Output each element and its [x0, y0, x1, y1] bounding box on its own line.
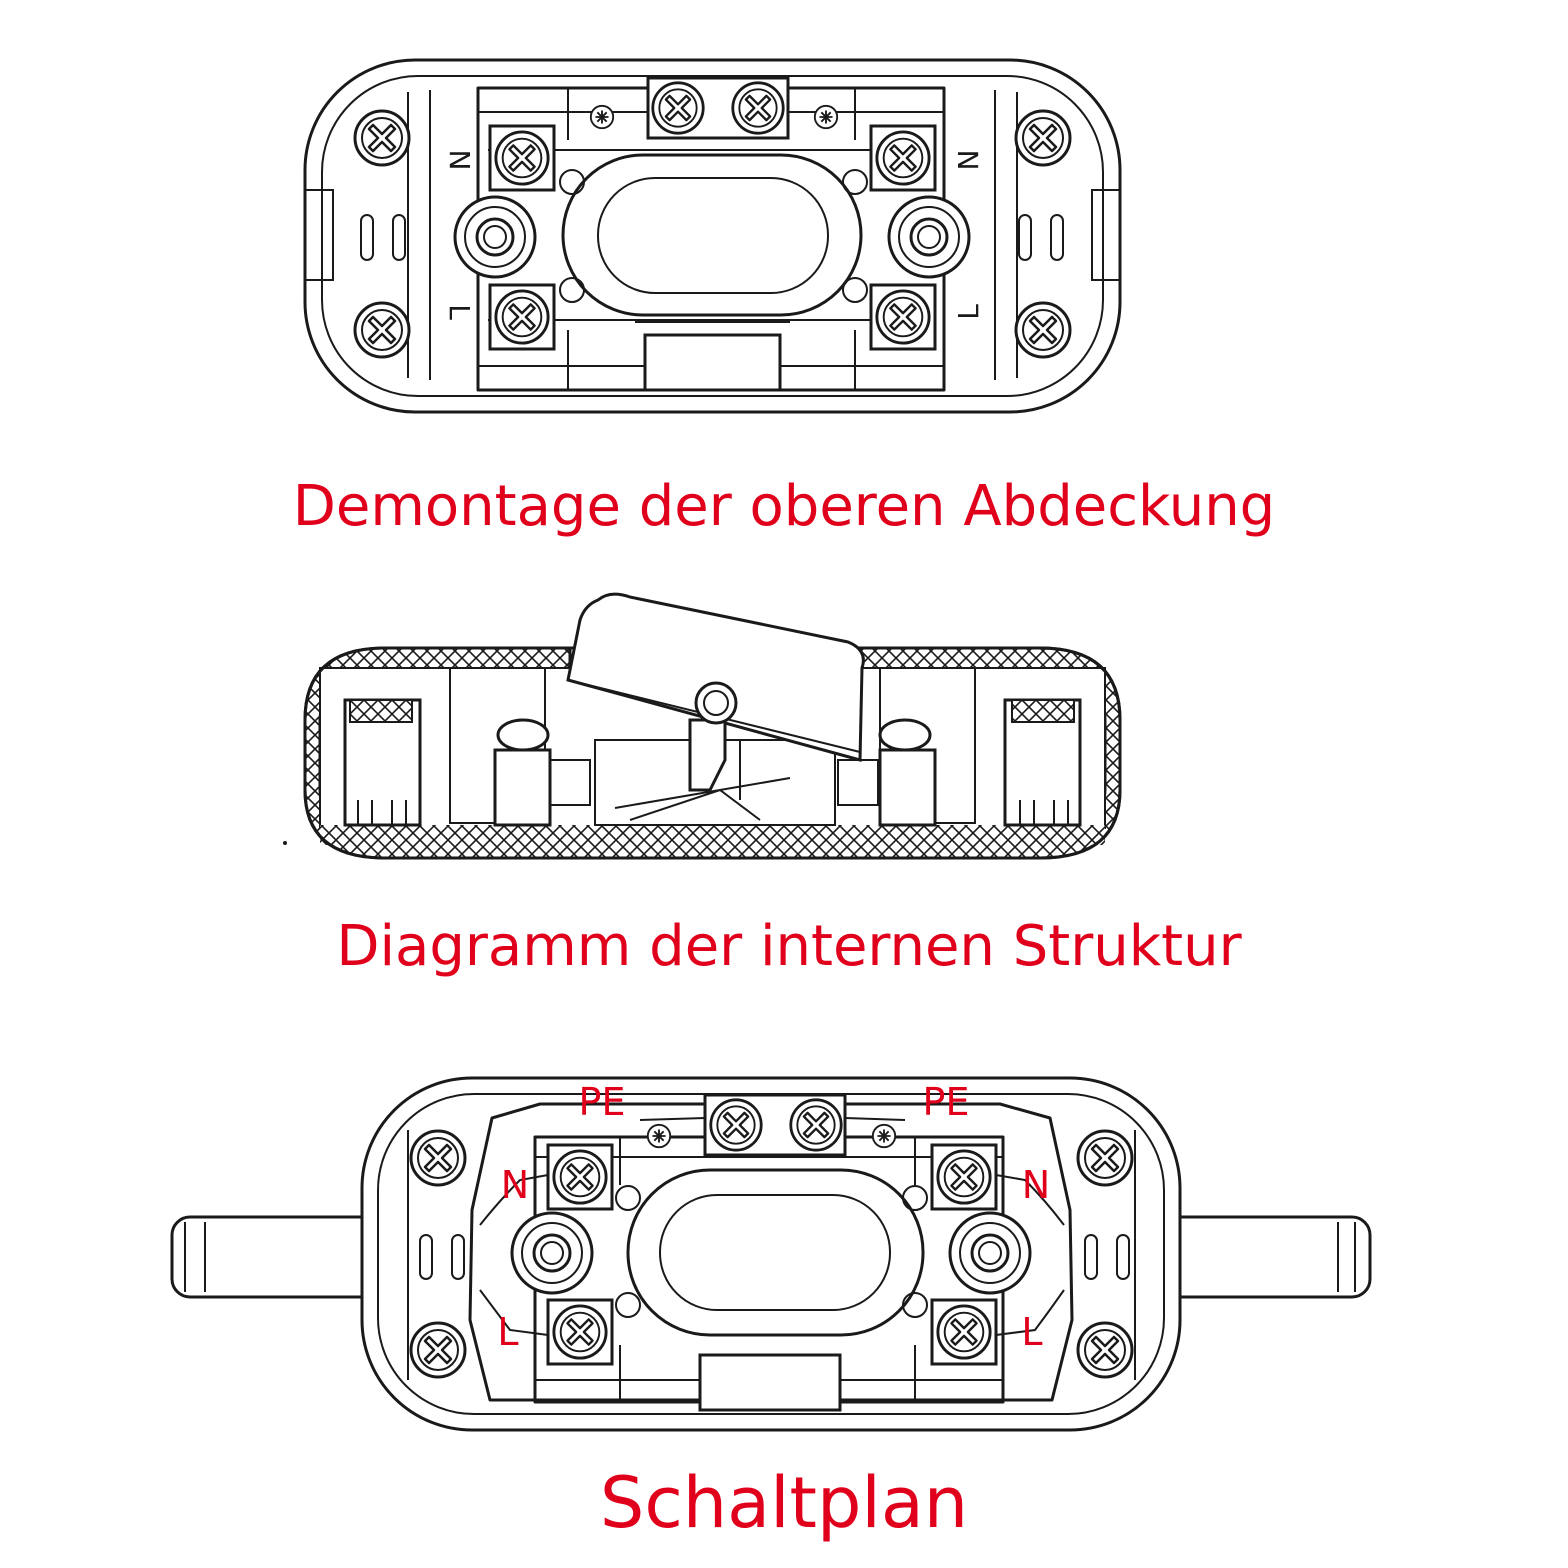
top-label-l-right: L — [952, 304, 985, 320]
top-label-l-left: L — [443, 304, 476, 320]
wiring-label-pe-left: PE — [579, 1080, 626, 1124]
top-label-n-right: N — [952, 150, 985, 171]
wiring-label-n-right: N — [1022, 1163, 1050, 1207]
wiring-label-l-right: L — [1021, 1310, 1042, 1354]
wiring-diagram-switch: PE PE N N L L — [170, 1076, 1372, 1432]
wiring-label-pe-right: PE — [923, 1080, 970, 1124]
wiring-label-n-left: N — [501, 1163, 529, 1207]
top-view-switch: N L N L — [303, 58, 1122, 414]
cross-section-switch — [283, 592, 1122, 860]
caption-top-cover-removal: Demontage der oberen Abdeckung — [292, 474, 1276, 539]
caption-internal-structure: Diagramm der internen Struktur — [336, 914, 1242, 979]
top-label-n-left: N — [443, 150, 476, 171]
caption-wiring-diagram: Schaltplan — [599, 1462, 969, 1544]
wiring-label-l-left: L — [497, 1310, 518, 1354]
